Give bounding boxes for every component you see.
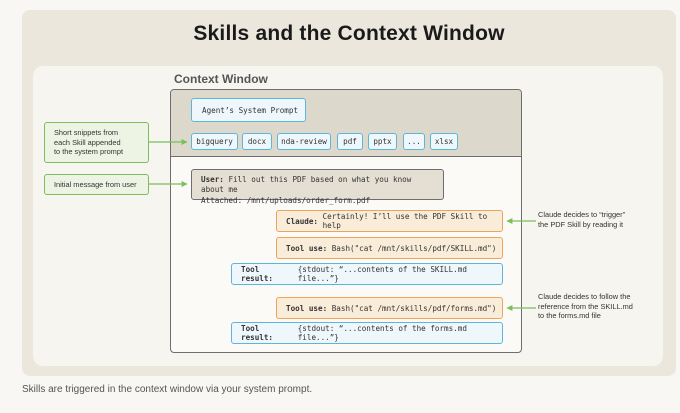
tool-use-box-1: Tool use: Bash("cat /mnt/skills/pdf/SKIL… [276,237,503,259]
claude-label: Claude: [286,216,319,226]
claude-message-text: Certainly! I’ll use the PDF Skill to hel… [322,212,488,230]
diagram-title: Skills and the Context Window [193,22,505,45]
tool-use-text-2: Bash("cat /mnt/skills/pdf/forms.md") [331,303,497,313]
claude-message-box: Claude: Certainly! I’ll use the PDF Skil… [276,210,503,232]
annotation-initial-message: Initial message from user [44,174,149,195]
tool-result-text-2: {stdout: “...contents of the forms.md fi… [297,324,467,342]
skill-chip-ellipsis: ... [403,133,425,150]
tool-use-label-2: Tool use: [286,303,328,313]
skill-chip-bigquery: bigquery [191,133,238,150]
skill-chip-pptx: pptx [368,133,397,150]
tool-result-box-1: Tool result: {stdout: “...contents of th… [231,263,503,285]
tool-use-label-1: Tool use: [286,243,328,253]
tool-use-text-1: Bash("cat /mnt/skills/pdf/SKILL.md") [331,243,497,253]
annotation-follow-reference: Claude decides to follow the reference f… [538,292,633,321]
user-message-line1: Fill out this PDF based on what you know… [201,175,412,195]
tool-result-text-1: {stdout: “...contents of the SKILL.md fi… [297,265,467,283]
tool-result-label-2: Tool result: [241,324,274,342]
user-message-box: User: Fill out this PDF based on what yo… [191,169,444,205]
skill-chip-docx: docx [242,133,272,150]
tool-result-box-2: Tool result: {stdout: “...contents of th… [231,322,503,344]
user-message-line2: Attached: /mnt/uploads/order_form.pdf [201,195,371,205]
system-prompt-box: Agent’s System Prompt [191,98,306,122]
diagram-caption: Skills are triggered in the context wind… [22,384,313,395]
skill-chip-nda-review: nda-review [277,133,331,150]
tool-use-box-2: Tool use: Bash("cat /mnt/skills/pdf/form… [276,297,503,319]
user-label: User: [201,175,224,184]
context-window-label: Context Window [174,72,268,86]
skill-chip-pdf: pdf [337,133,363,150]
skill-chip-xlsx: xlsx [430,133,458,150]
system-prompt-text: Agent’s System Prompt [202,105,299,115]
tool-result-label-1: Tool result: [241,265,274,283]
annotation-skill-snippets: Short snippets from each Skill appended … [44,122,149,163]
annotation-trigger-skill: Claude decides to “trigger” the PDF Skil… [538,210,626,229]
